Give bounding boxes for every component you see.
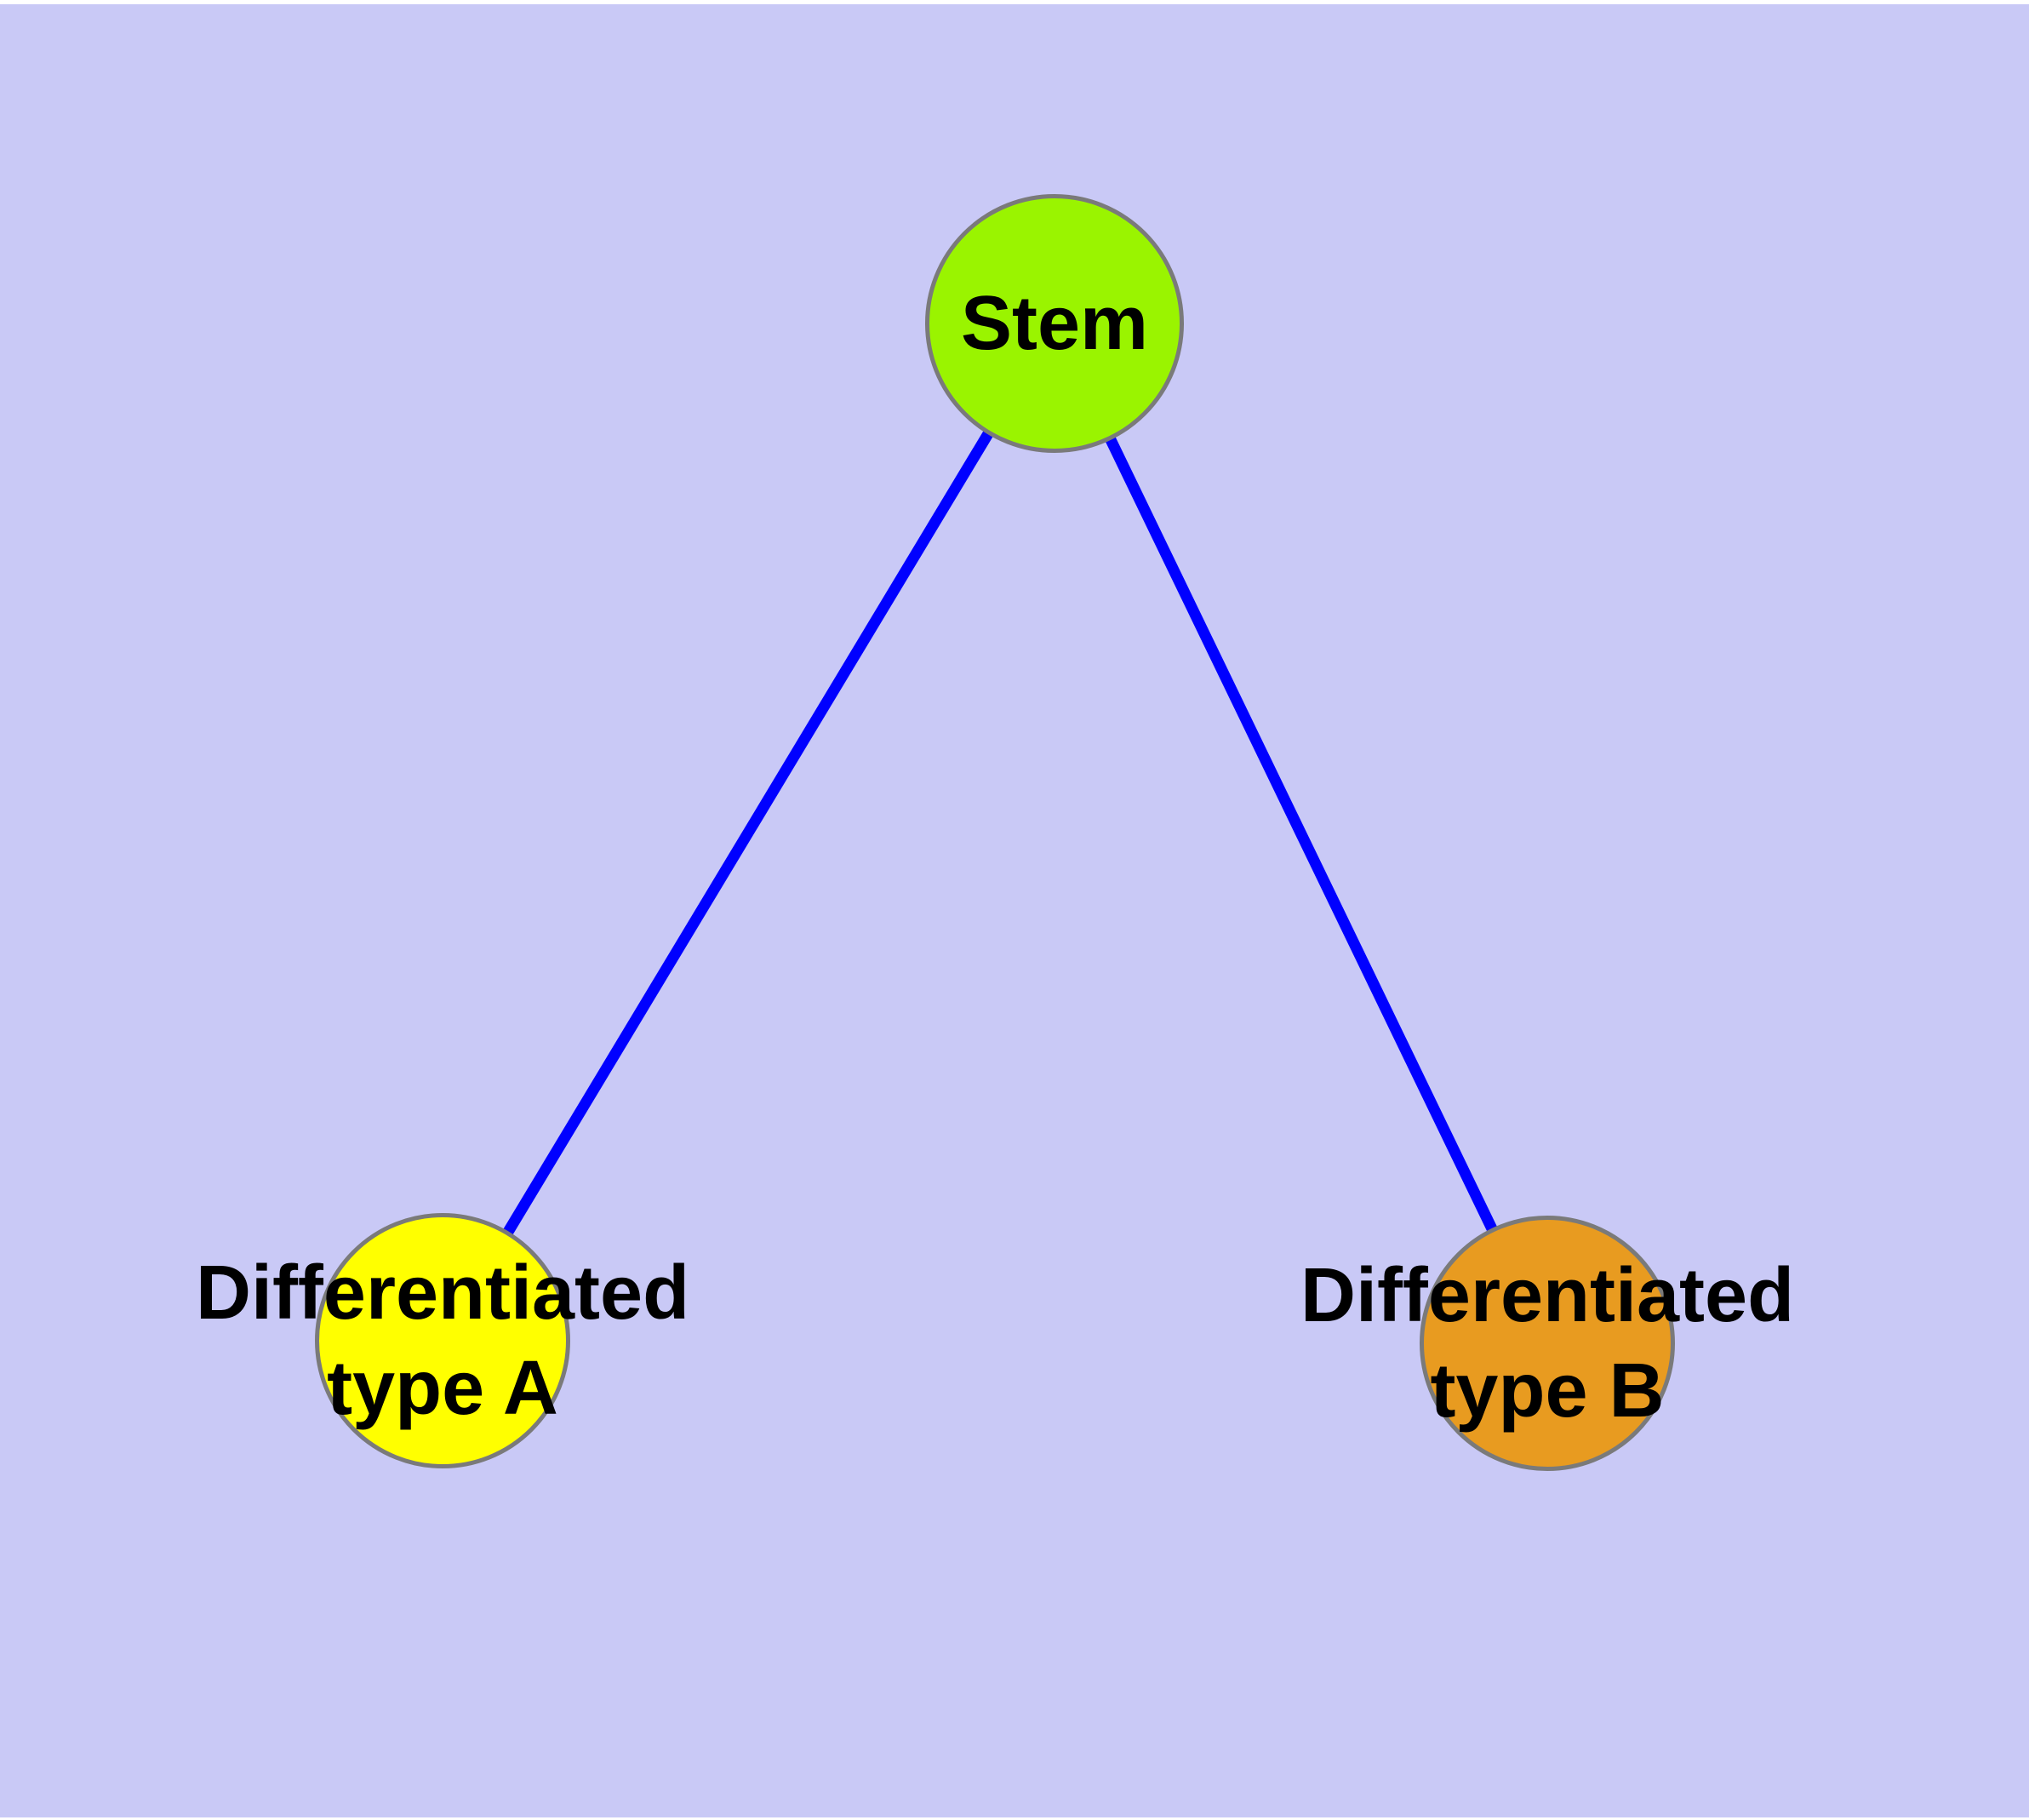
node-label-line: type B (1430, 1348, 1665, 1434)
node-differentiated-type-b[interactable] (1420, 1216, 1675, 1471)
node-label-line: Differentiated (1300, 1253, 1795, 1338)
node-label-differentiated-type-b: Differentiated type B (1300, 1248, 1794, 1439)
edge-stem-to-type-b[interactable] (1049, 321, 1552, 1346)
edge-stem-to-type-a[interactable] (437, 320, 1060, 1344)
node-label-line: type A (327, 1346, 558, 1431)
node-differentiated-type-a[interactable] (315, 1213, 570, 1468)
node-label-line: Differentiated (195, 1251, 690, 1336)
node-stem[interactable] (925, 194, 1184, 453)
node-label-differentiated-type-a: Differentiated type A (196, 1245, 689, 1436)
edges-layer (437, 320, 1552, 1346)
graph-canvas: Stem Differentiated type A Differentiate… (0, 4, 2029, 1817)
node-label-stem: Stem (961, 276, 1148, 371)
node-label-line: Stem (960, 281, 1149, 366)
